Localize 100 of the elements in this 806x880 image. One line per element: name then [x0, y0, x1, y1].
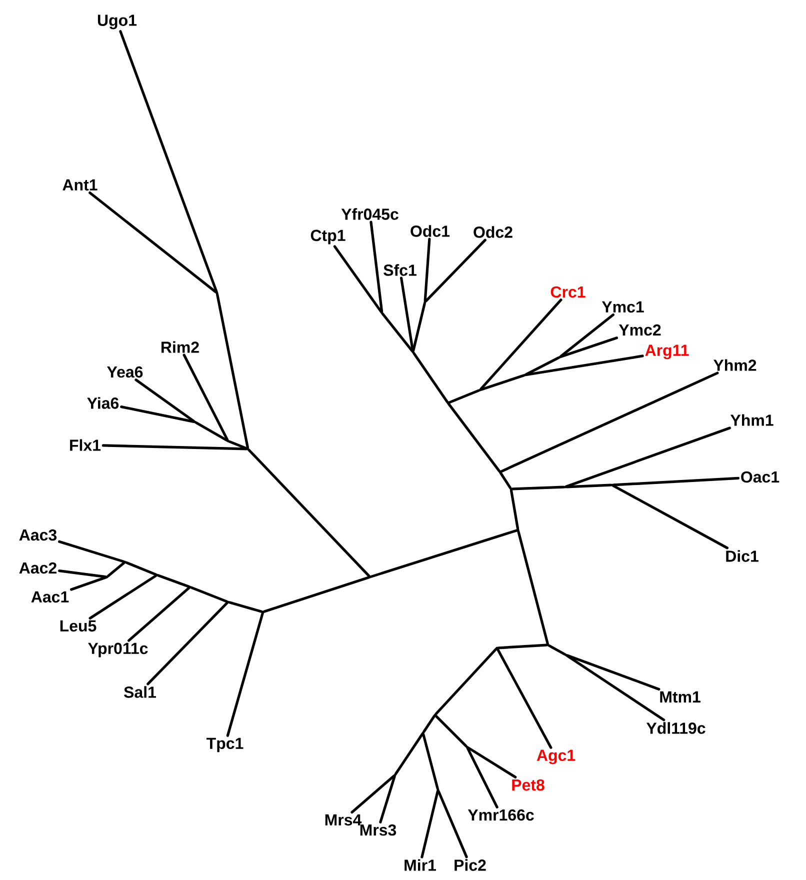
leaf-label: Ymc2: [618, 324, 661, 336]
tree-branch: [497, 644, 548, 650]
tree-branch: [370, 529, 518, 578]
branch-point: [496, 646, 498, 650]
tree-branch: [437, 790, 468, 858]
leaf-label: Ant1: [62, 179, 98, 191]
branch-point: [466, 746, 468, 748]
tree-branch: [394, 732, 424, 776]
leaf-label: Yhm1: [730, 414, 774, 426]
tree-branch: [565, 484, 612, 488]
leaf-label: Rim2: [162, 341, 199, 353]
branch-point: [194, 420, 196, 424]
tree-branch: [424, 238, 431, 302]
tree-branch: [500, 472, 512, 490]
tree-branch: [480, 298, 562, 390]
branch-point: [424, 300, 426, 304]
branch-point: [524, 374, 526, 376]
leaf-label: Aac3: [19, 529, 57, 541]
tree-branch: [125, 561, 157, 576]
branch-point: [380, 312, 384, 314]
leaf-label: Flx1: [70, 439, 101, 451]
leaf-label: Ctp1: [310, 230, 346, 244]
tree-branch: [102, 444, 248, 450]
branch-point: [226, 440, 230, 442]
leaf-label: Odc1: [410, 225, 450, 237]
leaf-label: Aac1: [31, 591, 69, 603]
tree-branch: [511, 486, 565, 490]
tree-branch: [548, 644, 566, 656]
branch-point: [216, 292, 218, 294]
tree-branch: [182, 354, 229, 441]
tree-branch: [157, 574, 190, 588]
tree-branch: [422, 714, 436, 734]
tree-branch: [119, 30, 218, 293]
branch-point: [446, 402, 450, 404]
leaf-label: Yea6: [107, 366, 143, 378]
branch-point: [156, 574, 158, 576]
leaf-label: Oac1: [741, 471, 780, 483]
tree-branch: [128, 586, 190, 642]
tree-branch: [106, 562, 126, 578]
tree-branch: [70, 576, 107, 591]
leaf-label: Mrs3: [360, 824, 396, 836]
tree-branch: [612, 484, 729, 550]
tree-branch: [560, 336, 618, 358]
branch-point: [368, 576, 372, 578]
leaf-label: Pic2: [454, 859, 486, 871]
tree-branch: [434, 714, 468, 748]
tree-branch: [412, 302, 426, 352]
leaf-label: Agc1: [536, 750, 576, 764]
leaf-label: Dic1: [726, 550, 758, 562]
tree-branch: [412, 352, 448, 404]
branch-point: [510, 488, 512, 490]
branch-point: [106, 576, 108, 578]
tree-branch: [333, 245, 382, 314]
tree-branch: [424, 238, 486, 302]
leaf-label: Tpc1: [206, 738, 244, 752]
tree-branch: [434, 648, 498, 716]
tree-branch: [120, 406, 195, 423]
tree-branch: [58, 540, 125, 563]
tree-branch: [190, 586, 228, 603]
leaf-label: Sfc1: [384, 264, 416, 276]
tree-branch: [496, 648, 552, 749]
tree-branch: [525, 354, 644, 376]
branch-point: [436, 788, 440, 792]
leaf-label: Yfr045c: [341, 208, 398, 220]
tree-branch: [216, 293, 250, 449]
tree-branch: [134, 378, 196, 422]
branch-point: [564, 654, 568, 656]
branch-point: [246, 448, 250, 450]
leaf-label: Mir1: [404, 859, 436, 871]
tree-branch: [58, 569, 107, 578]
tree-branch: [560, 313, 614, 358]
tree-branch: [226, 612, 264, 737]
leaf-label: Ugo1: [98, 14, 137, 30]
tree-branch: [420, 790, 439, 858]
tree-branch: [510, 489, 520, 530]
tree-branch: [88, 574, 158, 620]
branch-point: [434, 714, 436, 716]
tree-branch: [565, 426, 731, 488]
branch-point: [226, 600, 230, 604]
tree-branch: [566, 654, 666, 722]
leaf-label: Leu5: [60, 620, 96, 632]
tree-branch: [146, 602, 228, 686]
tree-branch: [422, 733, 439, 790]
leaf-label: Ymc1: [602, 301, 644, 313]
branch-point: [188, 586, 192, 588]
tree-branch: [466, 746, 517, 778]
leaf-label: Yhm2: [714, 359, 756, 371]
tree-branch: [228, 601, 263, 613]
leaf-label: Aac2: [19, 562, 56, 574]
branch-point: [610, 484, 614, 486]
tree-branch: [379, 775, 396, 824]
branch-point: [558, 356, 562, 358]
tree-branch: [500, 372, 719, 473]
tree-branch: [228, 440, 248, 450]
leaf-label: Odc2: [474, 226, 512, 238]
branch-point: [516, 528, 520, 532]
tree-branch: [248, 448, 370, 578]
leaf-label: Pet8: [512, 779, 544, 791]
leaf-label: Yia6: [87, 397, 119, 409]
leaf-label: Arg11: [645, 344, 689, 360]
